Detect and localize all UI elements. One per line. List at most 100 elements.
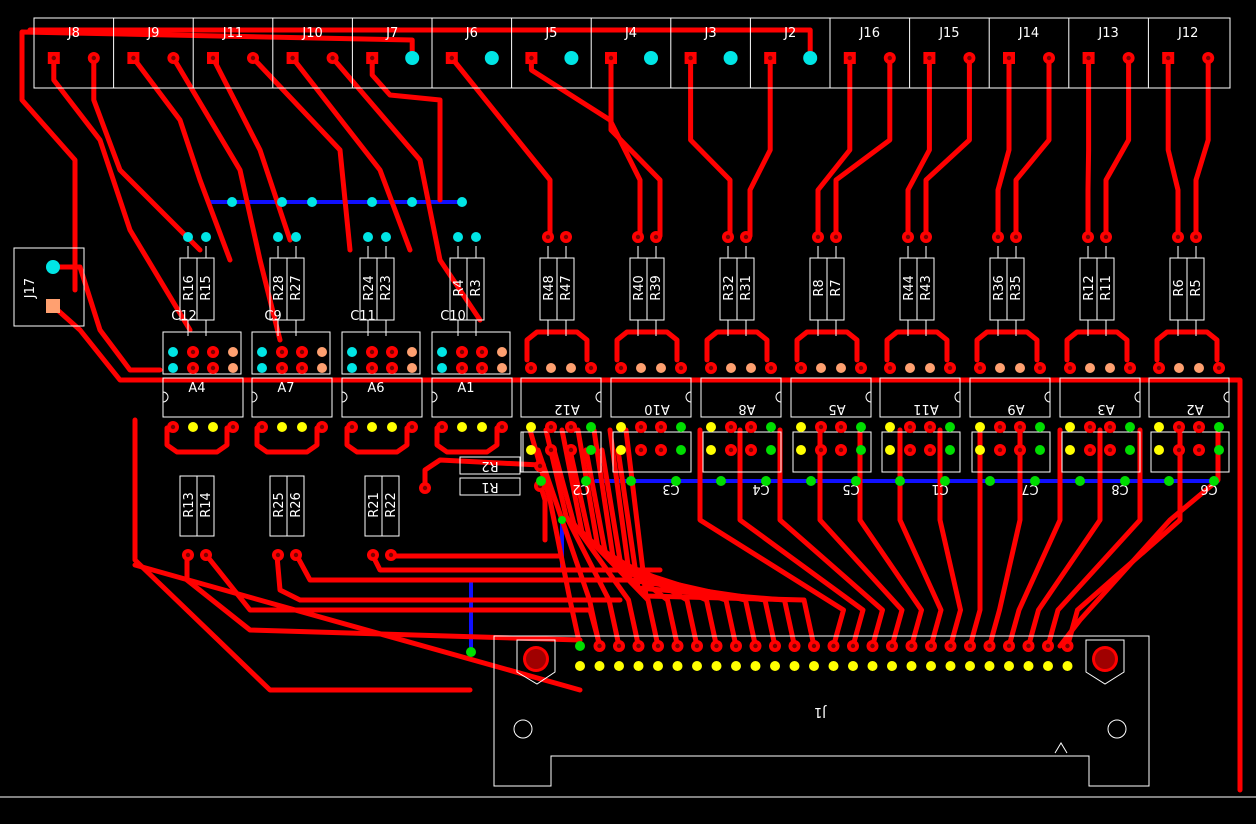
resistor-label-r14: R14 — [199, 492, 214, 518]
connector-pad-1-j5-hole — [529, 55, 534, 61]
chip-pad-hole — [1216, 365, 1222, 371]
bus-via-green — [1120, 476, 1130, 486]
trace-cap-loop-1 — [614, 329, 680, 363]
chip-outline-a3 — [1059, 377, 1141, 418]
chip-pad-low — [297, 422, 307, 432]
chip-label-a4: A4 — [188, 381, 205, 396]
connector-pad-1-j15-hole — [927, 55, 932, 61]
resistor-label-r15: R15 — [199, 275, 214, 301]
j1-pad-top — [575, 641, 585, 651]
connector-label-j9: J9 — [146, 26, 159, 41]
resistor-label-r12: R12 — [1082, 275, 1097, 301]
resistor-label-r7: R7 — [829, 279, 844, 296]
link-via — [558, 516, 566, 524]
top-connector-strip — [33, 17, 1231, 89]
chip-pad-low-hole — [927, 424, 933, 430]
chip-pad-low2-hole — [907, 447, 913, 453]
j1-key-left — [516, 639, 556, 685]
resistor-label-r22: R22 — [384, 492, 399, 518]
chip-pad — [1174, 363, 1184, 373]
resistor-pad-top-hole — [635, 234, 641, 240]
trace-j6 — [449, 55, 553, 239]
resistor-pad-bottom-hole — [203, 552, 209, 558]
j1-pad-bottom — [1062, 661, 1073, 671]
resistor-pad-bottom-hole — [388, 552, 394, 558]
top-copper-traces — [19, 27, 1243, 793]
j1-pad-top-hole — [909, 643, 914, 649]
resistor-body-r14 — [196, 475, 215, 537]
trace-fan-right-22 — [1006, 427, 1063, 649]
chip-outline-a9 — [969, 377, 1051, 418]
j1-pad-bottom — [711, 661, 722, 671]
chip-pad — [407, 347, 417, 357]
chip-pad — [726, 363, 736, 373]
chip-pad-low — [387, 422, 397, 432]
chip-outline-a8 — [700, 377, 782, 418]
resistor-pad-bottom-hole — [370, 552, 376, 558]
connector-pad-1-j9-hole — [131, 55, 136, 61]
j1-pad-bottom — [1004, 661, 1014, 671]
resistor-pad-top — [381, 232, 391, 242]
j1-pad-top-hole — [772, 643, 778, 649]
resistor-label-r40: R40 — [632, 275, 647, 301]
chip-pad-low-hole — [1196, 424, 1202, 430]
chip-pad-low2 — [526, 445, 536, 455]
cap-outline-c3 — [612, 431, 692, 473]
trace-fan-right-13 — [697, 427, 846, 649]
resistor-pad-top-hole — [725, 234, 731, 240]
chip-pad-low-hole — [1176, 424, 1182, 430]
j1-pad-top-hole — [1065, 643, 1070, 649]
cap-outline-c1 — [881, 431, 961, 473]
chip-pad-low2 — [1035, 445, 1045, 455]
chip-pad-hole — [299, 349, 305, 355]
resistor-label-r24: R24 — [362, 275, 377, 301]
cap-outline-left-block — [520, 431, 602, 473]
chip-pad — [497, 347, 507, 357]
trace-fan-left-12 — [623, 427, 817, 649]
chip-pad-low2 — [676, 445, 686, 455]
trace-j9-a — [130, 55, 233, 263]
trace-j7-b — [19, 29, 415, 293]
trace-j11-a — [210, 55, 293, 243]
resistor-pad-top-hole — [905, 234, 911, 240]
connector-pad-1-j6-hole — [449, 55, 454, 61]
chip-pad-hole — [369, 365, 375, 371]
j1-link-via — [466, 647, 476, 657]
chip-pad — [407, 363, 417, 373]
chip-pad-hole — [618, 365, 624, 371]
chip-label-a1: A1 — [457, 381, 474, 396]
chip-pad-low2-hole — [568, 447, 574, 453]
chip-pad — [257, 347, 267, 357]
chip-label-a3: A3 — [1097, 401, 1114, 416]
trace-j3 — [688, 55, 733, 239]
trace-j2 — [747, 55, 773, 239]
trace-fan-left-2 — [543, 427, 622, 649]
chip-pad-hole — [588, 365, 594, 371]
chip-pad — [347, 347, 357, 357]
j1-pad-bottom — [867, 661, 878, 671]
j1-pad-top-hole — [733, 643, 739, 649]
trace-j16-b — [833, 55, 893, 239]
chip-pad-low2-hole — [997, 447, 1003, 453]
chip-pad-low — [1214, 422, 1224, 432]
bus-via-green — [1164, 476, 1174, 486]
chip-outline-a5 — [790, 377, 872, 418]
j1-label: J1 — [814, 704, 827, 719]
j1-pad-top-hole — [636, 643, 641, 649]
chip-label-a12: A12 — [554, 401, 579, 416]
j1-outline — [493, 635, 1150, 787]
j1-pad-bottom — [965, 661, 975, 671]
connector-label-j6: J6 — [465, 26, 478, 41]
connector-pad-2-j12-hole — [1206, 55, 1211, 61]
chip-pad-low2-hole — [1017, 447, 1023, 453]
j1-pad-bottom — [594, 661, 605, 671]
j1-pad-bottom — [887, 661, 897, 671]
chip-pad-low-hole — [838, 424, 844, 430]
trace-cap-loop-4 — [884, 329, 950, 363]
connector-pad-2-j9-hole — [171, 55, 176, 61]
chip-pad-low-hole — [638, 424, 644, 430]
resistor-body-r26 — [286, 475, 305, 537]
resistor-label-r26: R26 — [289, 492, 304, 518]
